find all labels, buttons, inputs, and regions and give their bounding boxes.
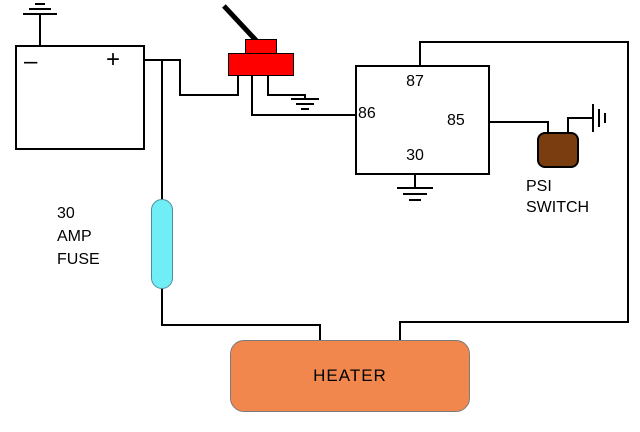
- battery-positive-terminal-label: +: [106, 46, 121, 73]
- fuse-label-line2: AMP: [57, 228, 92, 245]
- wire-segment: [145, 59, 181, 61]
- wire-segment: [161, 59, 163, 201]
- fuse-label: 30 AMP FUSE: [57, 202, 100, 271]
- wire-segment: [161, 324, 321, 326]
- wire-segment: [627, 41, 629, 323]
- wire-segment: [161, 287, 163, 326]
- wire-segment: [399, 321, 629, 323]
- heater-label: HEATER: [313, 366, 387, 385]
- psi-switch-label-line1: PSI: [526, 178, 552, 195]
- wire-segment: [179, 94, 239, 96]
- relay-pin-86-label: 86: [358, 105, 376, 122]
- wire-segment: [489, 121, 549, 123]
- heater: HEATER: [230, 340, 470, 412]
- battery-negative-terminal-label: –: [24, 48, 38, 75]
- wire-segment: [414, 174, 416, 188]
- psi-switch: [537, 132, 579, 168]
- wire-segment: [419, 41, 421, 66]
- fuse: [151, 199, 173, 289]
- wire-segment: [237, 74, 239, 96]
- relay: [355, 65, 490, 175]
- wire-segment: [251, 114, 356, 116]
- fuse-label-line1: 30: [57, 205, 75, 222]
- fuse-label-line3: FUSE: [57, 251, 100, 268]
- psi-switch-label-line2: SWITCH: [526, 199, 590, 216]
- battery: [15, 45, 145, 150]
- toggle-switch-cap: [245, 39, 277, 54]
- wire-segment: [319, 324, 321, 342]
- wire-segment: [399, 321, 401, 342]
- relay-pin-85-label: 85: [447, 112, 465, 129]
- relay-pin-30-label: 30: [406, 147, 424, 164]
- wire-segment: [267, 74, 269, 96]
- wire-segment: [567, 117, 593, 119]
- psi-switch-label: PSI SWITCH: [526, 176, 589, 218]
- relay-pin-87-label: 87: [406, 73, 424, 90]
- wire-segment: [251, 74, 253, 116]
- wire-segment: [567, 117, 569, 134]
- wire-segment: [419, 41, 629, 43]
- toggle-switch-body: [228, 53, 294, 76]
- wire-segment: [547, 121, 549, 134]
- wire-segment: [39, 14, 41, 46]
- wire-segment: [267, 94, 305, 96]
- wire-segment: [179, 59, 181, 96]
